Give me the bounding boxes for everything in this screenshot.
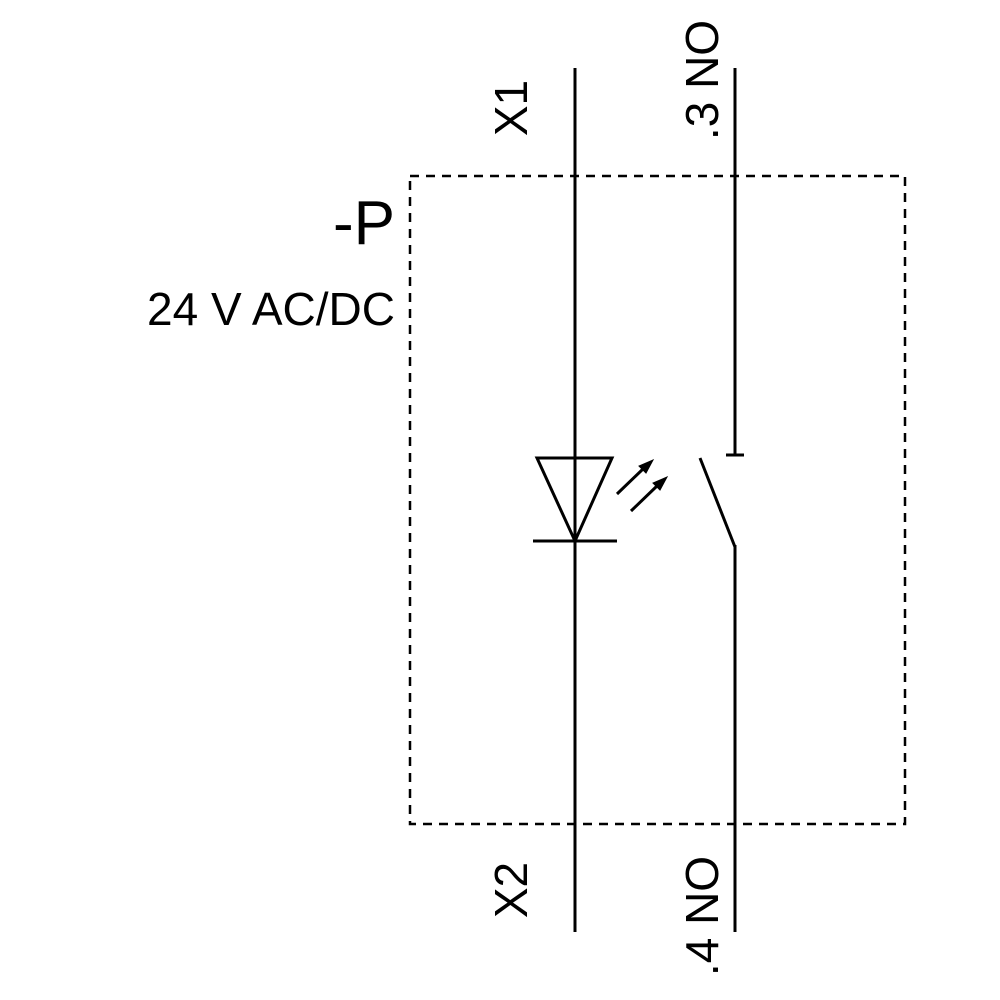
- no-contact-blade-icon: [698, 457, 737, 548]
- terminal-label-no-top: .3 NO: [676, 19, 728, 141]
- voltage-rating-label: 24 V AC/DC: [147, 283, 395, 335]
- led-triangle-icon: [534, 456, 615, 545]
- component-boundary-box: [408, 174, 907, 826]
- terminal-label-x1: X1: [485, 79, 537, 137]
- emission-arrow-shaft: [629, 483, 660, 513]
- emission-arrow-head: [638, 458, 655, 474]
- emission-arrow-head: [652, 475, 669, 491]
- emission-arrow-shaft: [615, 466, 646, 496]
- terminal-label-no-bottom: .4 NO: [676, 855, 728, 977]
- led-emission-arrows-icon: [615, 458, 669, 513]
- terminal-label-x2: X2: [485, 861, 537, 919]
- component-reference-label: -P: [333, 189, 395, 258]
